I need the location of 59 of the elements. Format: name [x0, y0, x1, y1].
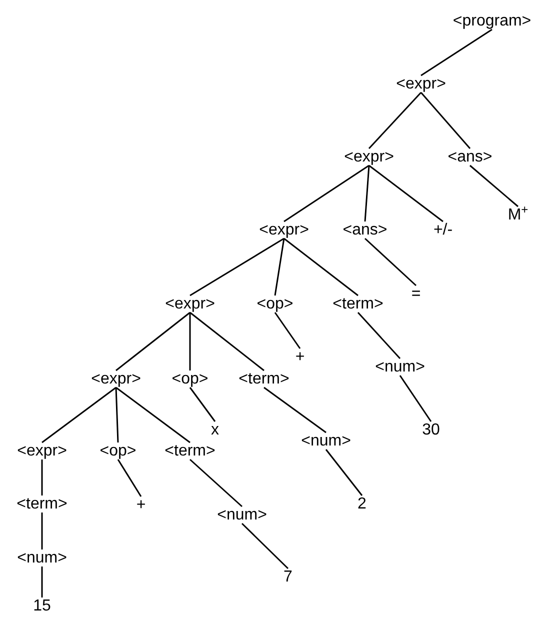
tree-node-label: <ans>: [448, 148, 492, 166]
tree-node-label: <num>: [375, 358, 425, 376]
tree-branch-line: [264, 386, 326, 434]
tree-branch-line: [357, 312, 401, 359]
tree-branch-line: [420, 92, 471, 149]
tree-branch-line: [116, 386, 190, 444]
tree-branch-line: [116, 312, 190, 372]
tree-node-label: <term>: [164, 442, 216, 460]
tree-branch-line: [364, 238, 416, 286]
tree-node-label: 15: [33, 598, 51, 614]
tree-branch-line: [420, 28, 492, 76]
tree-node-label: +/-: [433, 222, 453, 238]
tree-branch-line: [368, 92, 422, 149]
tree-node-label: <op>: [172, 370, 208, 388]
tree-node-label: <expr>: [344, 148, 394, 166]
tree-node-label: 30: [422, 422, 440, 438]
tree-branch-line: [284, 238, 358, 296]
tree-node-label: 2: [358, 496, 366, 512]
tree-node-label: =: [411, 286, 421, 302]
tree-branch-line: [241, 522, 289, 570]
tree-node-label: M$^{+}$: [508, 206, 528, 224]
tree-branch-line: [41, 512, 43, 550]
tree-branch-line: [364, 165, 370, 222]
tree-branch-line: [189, 312, 191, 370]
tree-branch-line: [274, 238, 285, 296]
tree-node-label: <program>: [452, 12, 532, 30]
tree-node-label: 7: [284, 568, 292, 586]
tree-node-label: <op>: [100, 442, 136, 460]
tree-node-label: <op>: [256, 296, 294, 312]
tree-branch-line: [117, 459, 142, 497]
tree-node-label: <num>: [17, 550, 67, 566]
tree-node-label: <expr>: [396, 76, 446, 92]
tree-branch-line: [189, 387, 216, 422]
tree-branch-line: [42, 386, 116, 444]
tree-node-label: <expr>: [165, 296, 215, 312]
tree-node-label: +: [136, 496, 146, 514]
tree-branch-line: [190, 458, 242, 508]
tree-node-label: <expr>: [259, 222, 309, 238]
tree-node-label: <expr>: [17, 442, 67, 460]
tree-node-label: <term>: [332, 296, 384, 312]
tree-branch-line: [41, 460, 43, 496]
tree-branch-line: [115, 387, 119, 443]
tree-node-label: <expr>: [91, 370, 141, 388]
tree-branch-line: [470, 164, 518, 208]
tree-node-label: <term>: [238, 370, 290, 388]
tree-node-label: +: [295, 348, 305, 366]
tree-node-label: <ans>: [342, 222, 388, 238]
tree-branch-line: [41, 566, 43, 598]
tree-branch-line: [325, 449, 363, 496]
tree-branch-line: [274, 312, 301, 349]
tree-branch-line: [190, 238, 284, 296]
tree-branch-line: [399, 375, 432, 422]
tree-branch-line: [368, 164, 444, 222]
tree-node-label: <num>: [301, 432, 351, 450]
tree-branch-line: [284, 164, 370, 222]
tree-branch-line: [190, 312, 264, 372]
tree-node-label: <term>: [16, 496, 68, 512]
tree-node-label: <num>: [217, 506, 267, 524]
tree-node-label: x: [211, 422, 219, 438]
